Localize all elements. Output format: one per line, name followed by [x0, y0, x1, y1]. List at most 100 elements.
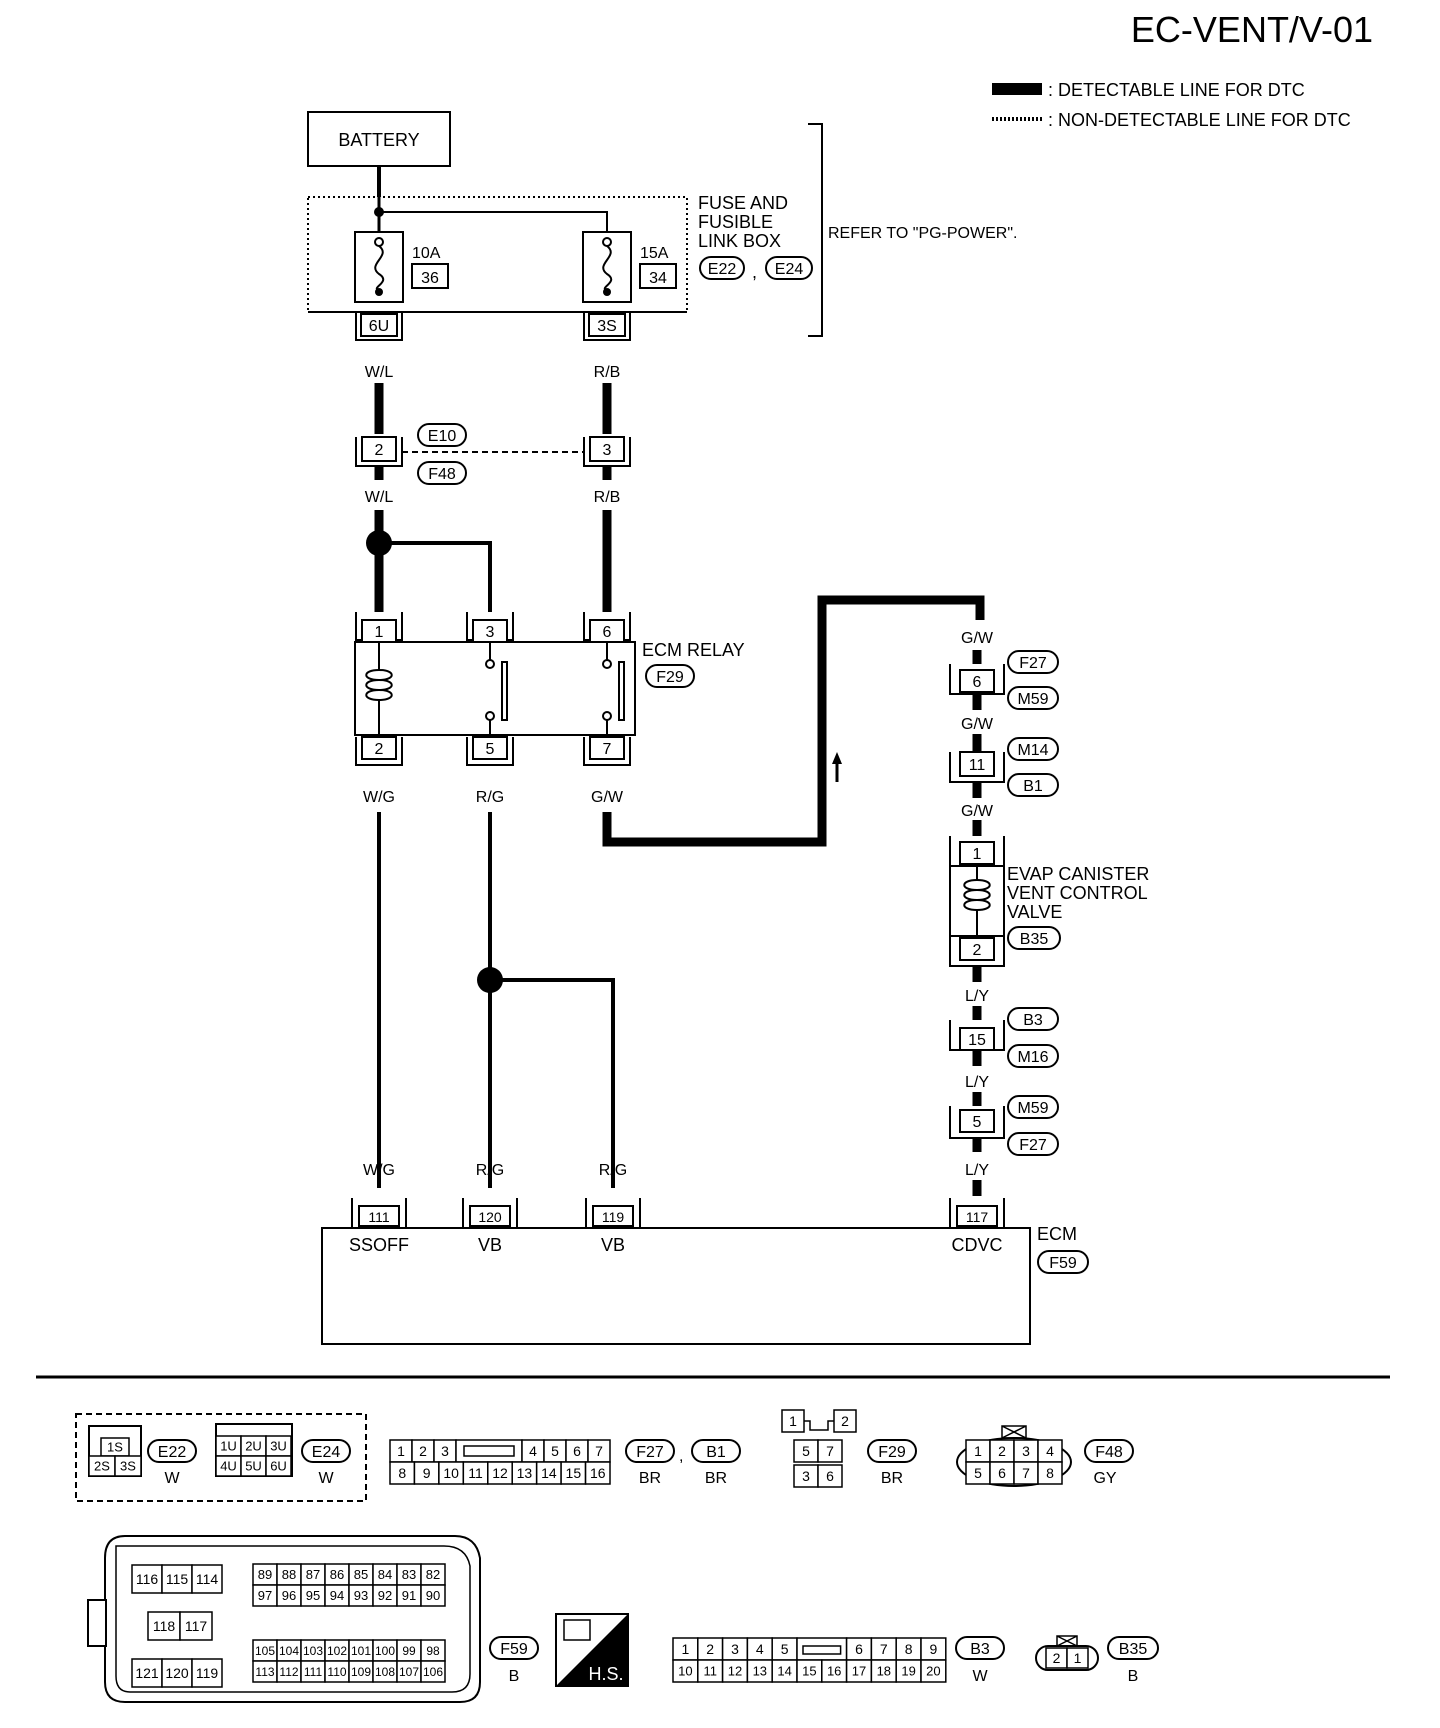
- fuse-10a-bottom: [375, 288, 383, 296]
- valve-label-3: VALVE: [1007, 902, 1062, 922]
- b3-tag: [1007, 1007, 1059, 1031]
- relay-pin-5-bracket: [466, 737, 514, 766]
- f59-114-cell: [191, 1564, 223, 1594]
- f27-2-label: 2: [419, 1443, 427, 1459]
- f59-90-cell: [420, 1584, 446, 1607]
- f59-82-label: 82: [426, 1567, 440, 1582]
- legend-non-detectable: : NON-DETECTABLE LINE FOR DTC: [1048, 110, 1351, 130]
- fuse-15a-bottom: [603, 288, 611, 296]
- ecm-relay-bottom-pins: 2 5 7: [355, 736, 631, 766]
- f59-102-label: 102: [327, 1644, 347, 1658]
- relay-switch1-contact-top: [485, 659, 495, 669]
- view-comma: ,: [679, 1448, 683, 1465]
- relay-pin-2-label: 2: [375, 741, 384, 758]
- f29-view-color: BR: [881, 1470, 903, 1487]
- f59-100-label: 100: [375, 1644, 395, 1658]
- wire-wl-branch: [379, 541, 492, 612]
- b3-9-label: 9: [930, 1641, 938, 1657]
- f27-10-label: 10: [443, 1465, 459, 1481]
- pin-5-label: 5: [973, 1114, 982, 1131]
- f59-97-label: 97: [258, 1588, 272, 1603]
- e24-connector-id: E24: [775, 261, 804, 278]
- relay-pin-7-bracket: [583, 737, 631, 766]
- fuse-bus-junction: [374, 207, 384, 217]
- b35-view-tag: [1107, 1636, 1159, 1660]
- e10-pin-3-label: 3: [603, 442, 612, 459]
- e22-view-tag: [147, 1439, 197, 1463]
- e22-3S-cell: [114, 1455, 142, 1477]
- b3-view-tag: [955, 1636, 1005, 1660]
- e24-3U-label: 3U: [270, 1439, 287, 1454]
- b1-tag: [1007, 773, 1059, 797]
- fuse-36-number: 36: [421, 270, 439, 287]
- connector-f27-m59-6: 6: [949, 664, 1005, 695]
- f59-89-label: 89: [258, 1567, 272, 1582]
- e10-connector-id: E10: [428, 428, 457, 445]
- f27-7-label: 7: [595, 1443, 603, 1459]
- f27-5-label: 5: [551, 1443, 559, 1459]
- f59-view-id: F59: [500, 1641, 528, 1658]
- ecm-pin-111-label: 111: [368, 1209, 389, 1225]
- terminal-3s: [588, 313, 626, 337]
- f27-3-label: 3: [441, 1443, 449, 1459]
- e10-connector-tag: [417, 423, 467, 447]
- f59-view-inner: [115, 1545, 471, 1693]
- f59-121-label: 121: [135, 1665, 159, 1681]
- b3-8-label: 8: [905, 1641, 913, 1657]
- b35-view-color: B: [1128, 1668, 1139, 1685]
- f59-96-label: 96: [282, 1588, 296, 1603]
- ecm-ssoff-label: SSOFF: [349, 1235, 409, 1255]
- f59-85-label: 85: [354, 1567, 368, 1582]
- m16-tag: [1007, 1044, 1059, 1068]
- e22-view-color: W: [164, 1470, 180, 1487]
- f27-11-label: 11: [468, 1465, 483, 1481]
- f27-view-id: F27: [636, 1444, 664, 1461]
- fuse-15a-rating: 15A: [640, 245, 669, 262]
- f27-6-label: 6: [573, 1443, 581, 1459]
- f59-117-label: 117: [185, 1618, 208, 1634]
- ecm-vb-label-1: VB: [478, 1235, 502, 1255]
- fuse-box-label-2: FUSIBLE: [698, 212, 773, 232]
- connector-comma: ,: [752, 262, 757, 282]
- b3-7-label: 7: [880, 1641, 888, 1657]
- b1-view-color: BR: [705, 1470, 727, 1487]
- pin-15-label: 15: [968, 1032, 986, 1049]
- f27-tag-2: [1007, 1132, 1059, 1156]
- e22-2S-label: 2S: [94, 1459, 110, 1474]
- fuse-box-label-1: FUSE AND: [698, 193, 788, 213]
- ecm-body: [321, 1227, 1031, 1345]
- ecm-pin-117-bracket: [949, 1198, 1005, 1229]
- b3-13-label: 13: [753, 1664, 767, 1679]
- f29-6-label: 6: [826, 1468, 834, 1484]
- hs-icon-text: H.S.: [588, 1664, 623, 1684]
- wire-color-ly-1: L/Y: [965, 988, 989, 1005]
- b35-view-id: B35: [1119, 1641, 1148, 1658]
- e10-pin-2-label: 2: [375, 442, 384, 459]
- f59-103-label: 103: [303, 1644, 323, 1658]
- f59-105-label: 105: [255, 1644, 275, 1658]
- b35-key: [1056, 1635, 1078, 1647]
- m59-id-2: M59: [1017, 1100, 1048, 1117]
- f27-id-1: F27: [1019, 655, 1047, 672]
- f48-connector-id: F48: [428, 466, 456, 483]
- connector-m59-f27-5: 5: [949, 1106, 1005, 1139]
- f59-101-label: 101: [351, 1644, 371, 1658]
- e24-view-tag: [301, 1439, 351, 1463]
- f59-111-label: 111: [304, 1665, 323, 1679]
- b3-view-id: B3: [970, 1641, 990, 1658]
- f27-key: [463, 1445, 515, 1457]
- relay-pin-5: [472, 736, 508, 760]
- f59-88-label: 88: [282, 1567, 296, 1582]
- e22-1S-label: 1S: [107, 1440, 123, 1455]
- b3-view-color: W: [972, 1668, 988, 1685]
- page-title: EC-VENT/V-01: [1131, 9, 1373, 50]
- b3-id: B3: [1023, 1012, 1043, 1029]
- f59-tag: [1037, 1250, 1089, 1274]
- valve-coil-right: [976, 879, 991, 911]
- fuse-10a-rating: 10A: [412, 245, 441, 262]
- wire-color-rb-1: R/B: [594, 364, 621, 381]
